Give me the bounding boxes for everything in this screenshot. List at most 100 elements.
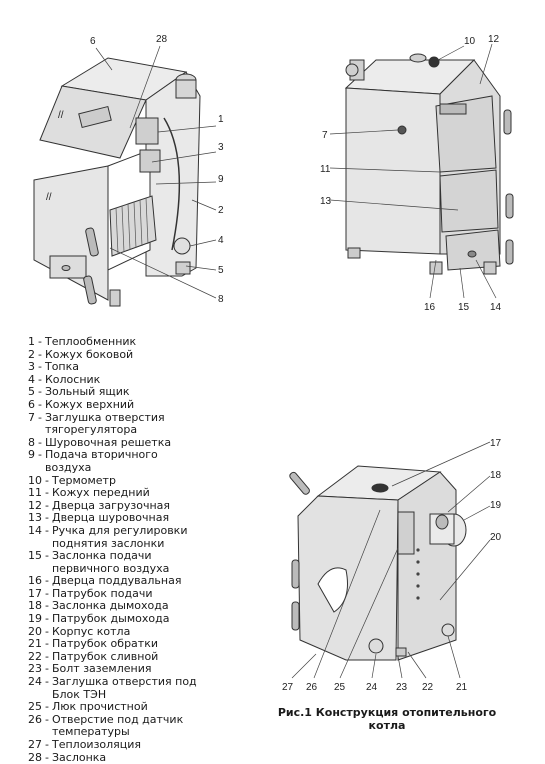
legend-item-text: Кожух передний: [51, 486, 150, 500]
legend-item-text: Дверца шуровочная: [51, 511, 170, 525]
legend-separator: -: [38, 372, 42, 386]
callout-5: 5: [218, 265, 224, 276]
legend-item: 21-Патрубок обратки: [28, 638, 248, 651]
legend-item-number: 2: [28, 347, 35, 361]
legend-item-number: 27: [28, 738, 42, 751]
legend-item-number: 1: [28, 335, 35, 348]
legend-item: 2-Кожух боковой: [28, 347, 248, 362]
legend-item-text: Теплообменник: [44, 335, 137, 348]
legend-item-text: Заглушка отверстия тягорегулятора: [44, 410, 165, 437]
legend-item-text: Шуровочная решетка: [44, 435, 172, 449]
callout-23: 23: [396, 682, 408, 693]
legend-item-number: 21: [28, 637, 42, 651]
boiler-rear-view: [289, 441, 491, 679]
legend-item-number: 14: [28, 523, 42, 537]
legend-item-number: 28: [28, 750, 42, 764]
legend-item-text: Зольный ящик: [44, 385, 130, 399]
legend-item-number: 12: [28, 498, 42, 512]
legend-item-number: 13: [28, 511, 42, 525]
legend-item: 10-Термометр: [28, 473, 248, 488]
legend-item: 16-Дверца поддувальная: [28, 575, 248, 588]
legend-item-number: 6: [28, 397, 35, 411]
callouts-fig1: 6 28 1 3 9 2 4 5 8: [90, 34, 224, 305]
legend-item-text: Люк прочистной: [51, 700, 148, 714]
legend-item-text: Корпус котла: [51, 624, 131, 638]
legend-item-number: 23: [28, 662, 42, 676]
legend-item-number: 8: [28, 435, 35, 449]
callout-19: 19: [490, 500, 502, 511]
legend-item: 7-Заглушка отверстия тягорегулятора: [28, 410, 248, 437]
legend-item: 11-Кожух передний: [28, 487, 248, 500]
callout-14: 14: [490, 302, 502, 313]
legend-separator: -: [45, 649, 49, 663]
legend-item-number: 15: [28, 549, 42, 563]
legend-item-text: Кожух верхний: [44, 397, 135, 411]
callout-6: 6: [90, 36, 96, 47]
legend-item-number: 4: [28, 372, 35, 386]
callout-4: 4: [218, 235, 224, 246]
legend-item: 12-Дверца загрузочная: [28, 498, 248, 513]
legend-separator: -: [45, 599, 49, 613]
legend-item: 9-Подача вторичного воздуха: [28, 448, 248, 474]
callout-24: 24: [366, 682, 378, 693]
callouts-fig2: 10 12 7 11 13 16 15 14: [320, 34, 502, 313]
legend-item: 23-Болт заземления: [28, 663, 248, 676]
legend-item: 15-Заслонка подачи первичного воздуха: [28, 549, 248, 575]
callout-3: 3: [218, 142, 224, 153]
callout-28: 28: [156, 34, 168, 45]
legend-item-text: Ручка для регулировки поднятия заслонки: [51, 523, 188, 550]
callout-12: 12: [488, 34, 500, 45]
legend-separator: -: [45, 750, 49, 764]
legend-item-number: 18: [28, 599, 42, 613]
legend-item: 5-Зольный ящик: [28, 386, 248, 399]
legend-item-text: Патрубок подачи: [51, 586, 153, 600]
svg-text://: //: [46, 192, 52, 203]
legend-item: 1-Теплообменник: [28, 335, 248, 349]
legend-item-number: 24: [28, 675, 42, 689]
legend-separator: -: [45, 473, 49, 487]
legend-item-text: Патрубок обратки: [51, 637, 158, 651]
legend-item-number: 16: [28, 574, 42, 588]
legend-item-text: Термометр: [51, 473, 116, 487]
legend-item: 24-Заглушка отверстия под Блок ТЭН: [28, 675, 248, 701]
legend-separator: -: [45, 498, 49, 512]
legend-item-number: 5: [28, 385, 35, 399]
callout-9: 9: [218, 174, 224, 185]
legend-item-text: Кожух боковой: [44, 347, 134, 361]
legend-item-number: 11: [28, 486, 42, 500]
callout-17: 17: [490, 438, 502, 449]
legend-item: 26-Отверстие под датчик температуры: [28, 712, 248, 739]
legend-item-number: 20: [28, 624, 42, 638]
callout-13: 13: [320, 196, 332, 207]
legend-item: 28-Заслонка: [28, 750, 248, 764]
legend-separator: -: [38, 397, 42, 411]
legend-separator: -: [38, 435, 42, 449]
legend-item-number: 7: [28, 410, 35, 424]
legend-separator: -: [38, 360, 42, 374]
legend-item: 27-Теплоизоляция: [28, 738, 248, 752]
callout-27: 27: [282, 682, 294, 693]
legend-separator: -: [45, 486, 49, 500]
legend-item: 19-Патрубок дымохода: [28, 612, 248, 626]
legend-separator: -: [45, 675, 49, 689]
callout-22: 22: [422, 682, 434, 693]
legend-item: 13-Дверца шуровочная: [28, 512, 248, 525]
legend-item: 6-Кожух верхний: [28, 397, 248, 412]
legend-separator: -: [45, 712, 49, 726]
legend-item-number: 26: [28, 712, 42, 726]
legend-item-number: 25: [28, 700, 42, 714]
legend-item-number: 3: [28, 360, 35, 374]
legend-item-text: Дверца загрузочная: [51, 498, 171, 512]
legend-item-text: Дверца поддувальная: [51, 574, 182, 588]
legend-item-text: Заглушка отверстия под Блок ТЭН: [51, 675, 197, 701]
legend-item: 3-Топка: [28, 361, 248, 374]
legend-separator: -: [45, 624, 49, 638]
legend-separator: -: [38, 448, 42, 462]
legend-separator: -: [45, 511, 49, 525]
legend-item-text: Заслонка подачи первичного воздуха: [51, 549, 170, 575]
legend-item-text: Патрубок сливной: [51, 649, 159, 663]
boiler-front-view: [329, 43, 514, 299]
legend-separator: -: [45, 549, 49, 563]
